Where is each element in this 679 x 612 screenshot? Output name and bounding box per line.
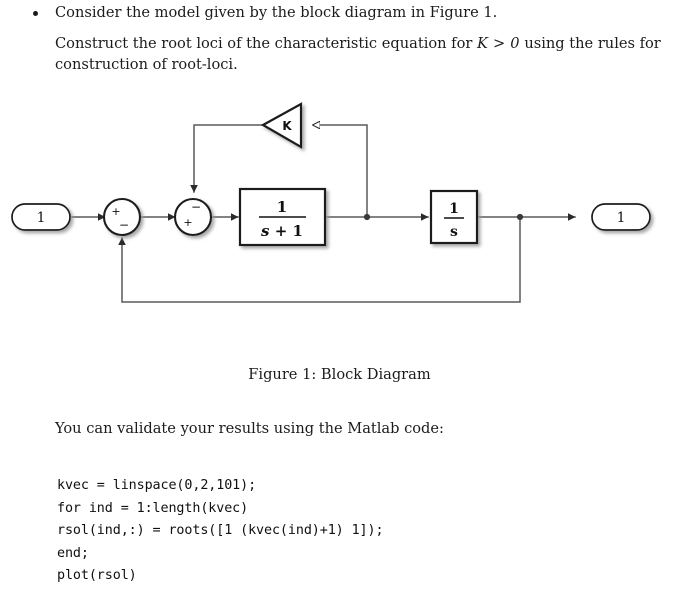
- summing-junction-1: [102, 197, 142, 237]
- task-paragraph-part1: Construct the root loci of the character…: [55, 35, 477, 52]
- gain-block: [260, 102, 303, 149]
- tf2-numerator: 1: [449, 201, 459, 217]
- sum2-plus-sign: +: [183, 216, 192, 229]
- matlab-code-block: kvec = linspace(0,2,101); for ind = 1:le…: [57, 478, 384, 584]
- sum1-minus-sign: −: [119, 218, 129, 232]
- wire-outer-feedback: [118, 216, 521, 303]
- transfer-function-block-1: [238, 187, 327, 247]
- task-paragraph-math: K > 0: [477, 35, 520, 52]
- tf2-denominator: s: [450, 224, 458, 240]
- junction-dot-outer-loop: [516, 213, 524, 221]
- gain-label: K: [282, 119, 292, 133]
- task-paragraph-part2: using the rules for construction of root…: [55, 35, 666, 73]
- bullet-marker: [33, 11, 38, 16]
- summing-junction-2: [173, 197, 213, 237]
- sum1-plus-sign: +: [111, 205, 120, 218]
- validate-instruction: You can validate your results using the …: [55, 420, 444, 437]
- tf1-denominator: s + 1: [261, 222, 303, 240]
- wire-gain-to-sum2: [190, 124, 264, 193]
- input-port-label: 1: [37, 210, 46, 226]
- output-port-block: [591, 203, 651, 231]
- wire-inner-loop-up: [312, 125, 368, 218]
- sum2-minus-sign: −: [191, 200, 201, 214]
- tf1-numerator: 1: [277, 198, 287, 216]
- intro-line: Consider the model given by the block di…: [55, 4, 498, 21]
- junction-dot-inner-loop: [363, 213, 371, 221]
- transfer-function-block-2: [429, 189, 479, 245]
- block-diagram-figure: 1 1 + − − + K 1 s + 1: [0, 100, 679, 330]
- output-port-label: 1: [617, 210, 626, 226]
- figure-caption: Figure 1: Block Diagram: [248, 366, 431, 383]
- task-paragraph: Construct the root loci of the character…: [55, 33, 663, 75]
- input-port-block: [11, 203, 71, 231]
